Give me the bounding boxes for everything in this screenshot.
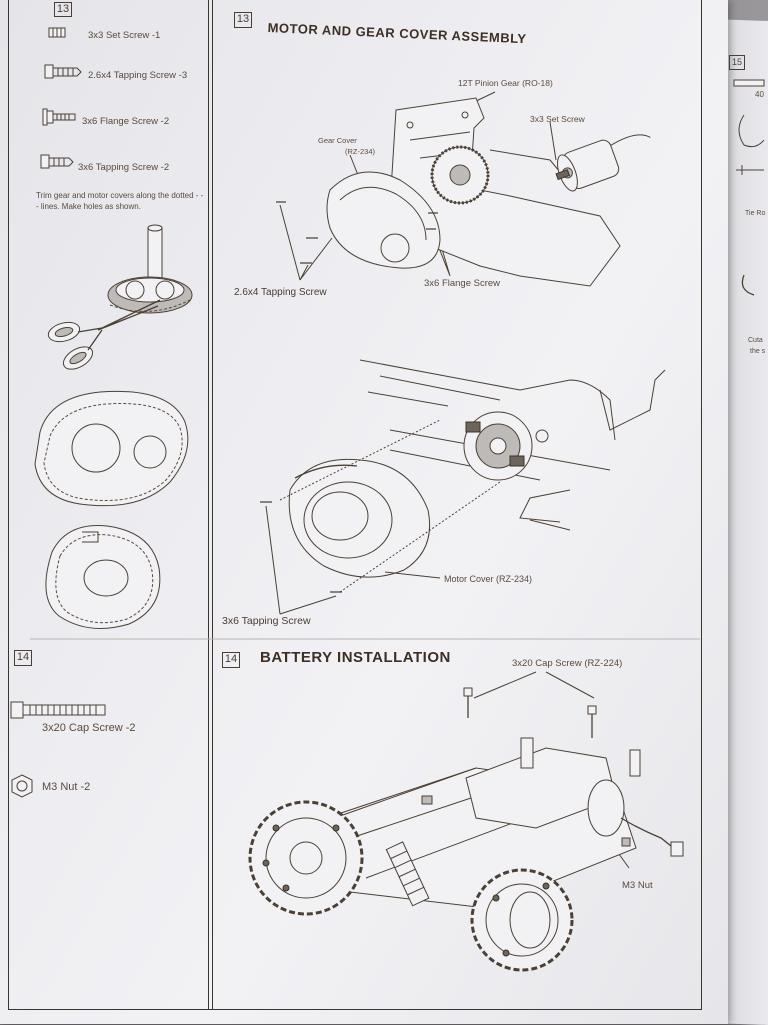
gear-cover-outline (34, 390, 189, 507)
callout-gear-cover-code: (RZ-234) (345, 147, 376, 156)
set-screw-icon (48, 27, 66, 38)
callout-m3-nut: M3 Nut (622, 880, 653, 891)
next-page-step-number: 15 (729, 55, 745, 70)
main-column-frame (208, 0, 702, 1010)
cap-screw-icon (10, 701, 106, 719)
trim-instruction-note: Trim gear and motor covers along the dot… (36, 191, 204, 211)
callout-tapping-screw: 2.6x4 Tapping Screw (234, 287, 327, 298)
tapping-screw-icon (44, 64, 82, 79)
tapping-screw-icon (40, 154, 74, 169)
next-page-drawings (733, 79, 765, 296)
hex-nut-icon (11, 774, 33, 798)
next-page-fragment: Cuta (748, 337, 763, 344)
motor-cover-outline (45, 525, 161, 629)
battery-installation-drawing (248, 671, 684, 972)
left-step14-number: 14 (14, 650, 32, 666)
callout-motor-cover: Motor Cover (RZ-234) (444, 574, 533, 584)
next-page-fragment: Tie Ro (745, 210, 766, 217)
part-label: 3x20 Cap Screw -2 (42, 722, 136, 734)
left-column-frame (8, 0, 213, 1010)
part-label: 3x3 Set Screw -1 (88, 30, 161, 41)
scissors-trim-illustration (47, 224, 193, 370)
part-label: M3 Nut -2 (42, 781, 91, 793)
section14-title: BATTERY INSTALLATION (260, 649, 451, 666)
section14-number: 14 (222, 652, 240, 668)
section-divider (30, 638, 700, 640)
callout-flange-screw: 3x6 Flange Screw (424, 278, 501, 289)
part-label: 3x6 Flange Screw -2 (82, 116, 170, 127)
part-label: 3x6 Tapping Screw -2 (78, 162, 170, 173)
motor-gear-assembly-drawing (276, 91, 651, 287)
left-step13-number: 13 (54, 2, 72, 17)
callout-cap-screw: 3x20 Cap Screw (RZ-224) (512, 658, 623, 669)
next-page-fragment: 40 (755, 90, 764, 99)
callout-pinion-gear: 12T Pinion Gear (RO-18) (458, 78, 553, 88)
callout-set-screw: 3x3 Set Screw (530, 114, 585, 124)
flange-screw-icon (42, 108, 76, 126)
callout-gear-cover: Gear Cover (318, 136, 357, 145)
motor-cover-assembly-drawing (260, 359, 666, 615)
section13-number: 13 (234, 12, 252, 28)
next-page-fragment: the s (750, 348, 766, 355)
callout-3x6-tapping-screw: 3x6 Tapping Screw (222, 615, 311, 627)
part-label: 2.6x4 Tapping Screw -3 (88, 70, 188, 81)
